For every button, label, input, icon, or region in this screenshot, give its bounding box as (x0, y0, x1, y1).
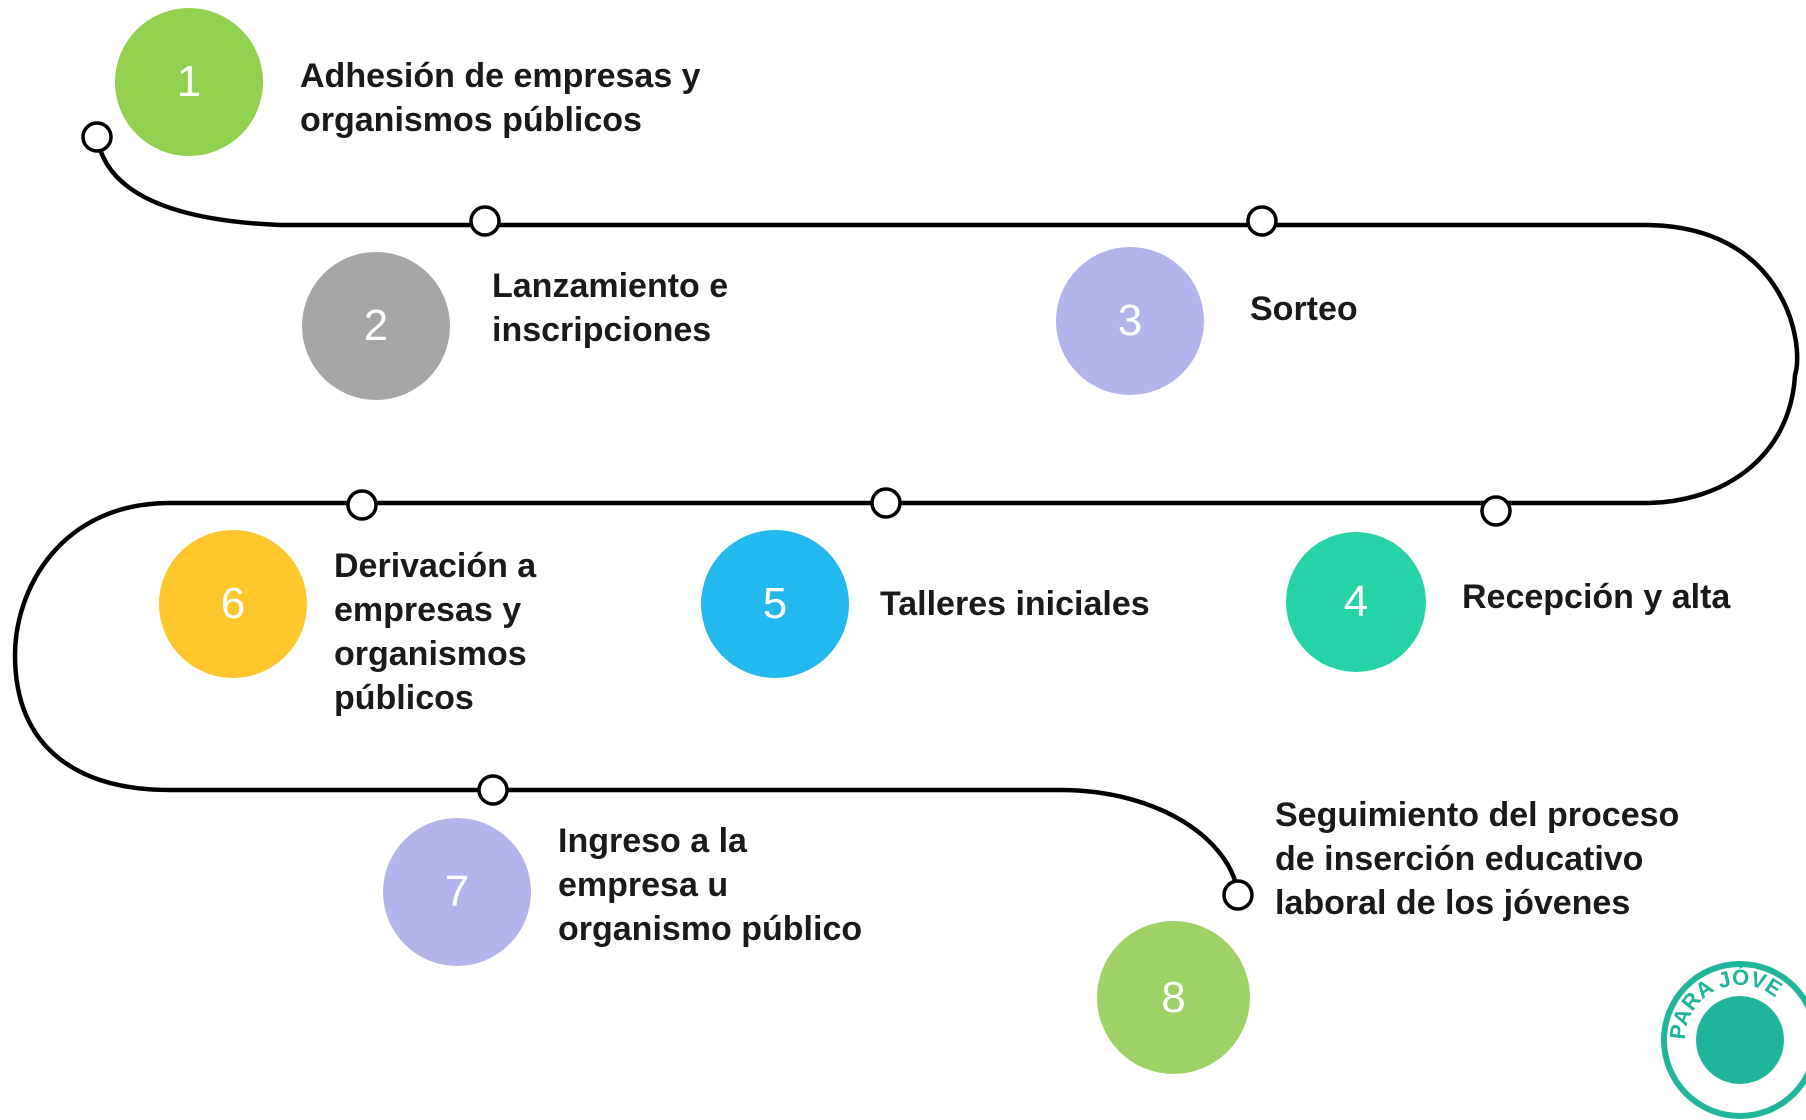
path-nodes (81, 121, 1512, 911)
path-node (81, 121, 113, 153)
path-node (477, 774, 509, 806)
path-node (469, 205, 501, 237)
winding-line (12, 136, 1800, 894)
step-8-number: 8 (1161, 972, 1186, 1022)
step-1-number: 1 (176, 57, 202, 106)
path-node (346, 489, 378, 521)
step-1-circle: 1 (115, 8, 263, 156)
step-5-circle: 5 (701, 530, 849, 678)
step-8-circle: 8 (1097, 921, 1250, 1074)
step-6-number: 6 (220, 579, 246, 628)
process-path (12, 121, 1800, 911)
step-8-label: Seguimiento del proceso de inserción edu… (1275, 796, 1680, 922)
step-3-label: Sorteo (1250, 290, 1358, 328)
step-3-number: 3 (1117, 296, 1143, 345)
path-node (1246, 205, 1278, 237)
step-2-number: 2 (363, 301, 389, 350)
step-4-label: Recepción y alta (1462, 578, 1731, 616)
path-node (1222, 879, 1254, 911)
step-1-label: Adhesión de empresas y organismos públic… (300, 57, 701, 139)
step-7-label: Ingreso a la empresa u organismo público (558, 822, 863, 948)
step-6-label: Derivación a empresas y organismos públi… (334, 547, 537, 717)
logo-inner-disc (1696, 996, 1784, 1084)
step-5-label: Talleres iniciales (880, 585, 1150, 623)
step-2-label: Lanzamiento e inscripciones (492, 267, 729, 349)
step-7-circle: 7 (383, 818, 531, 966)
step-3-circle: 3 (1056, 247, 1204, 395)
program-logo: PARA JÓVE (1661, 961, 1806, 1119)
step-6-circle: 6 (159, 530, 307, 678)
step-4-number: 4 (1343, 577, 1369, 626)
step-2-circle: 2 (302, 252, 450, 400)
path-node (870, 487, 902, 519)
step-7-number: 7 (444, 867, 470, 916)
step-4-circle: 4 (1286, 532, 1426, 672)
path-node (1480, 495, 1512, 527)
step-5-number: 5 (762, 579, 788, 628)
